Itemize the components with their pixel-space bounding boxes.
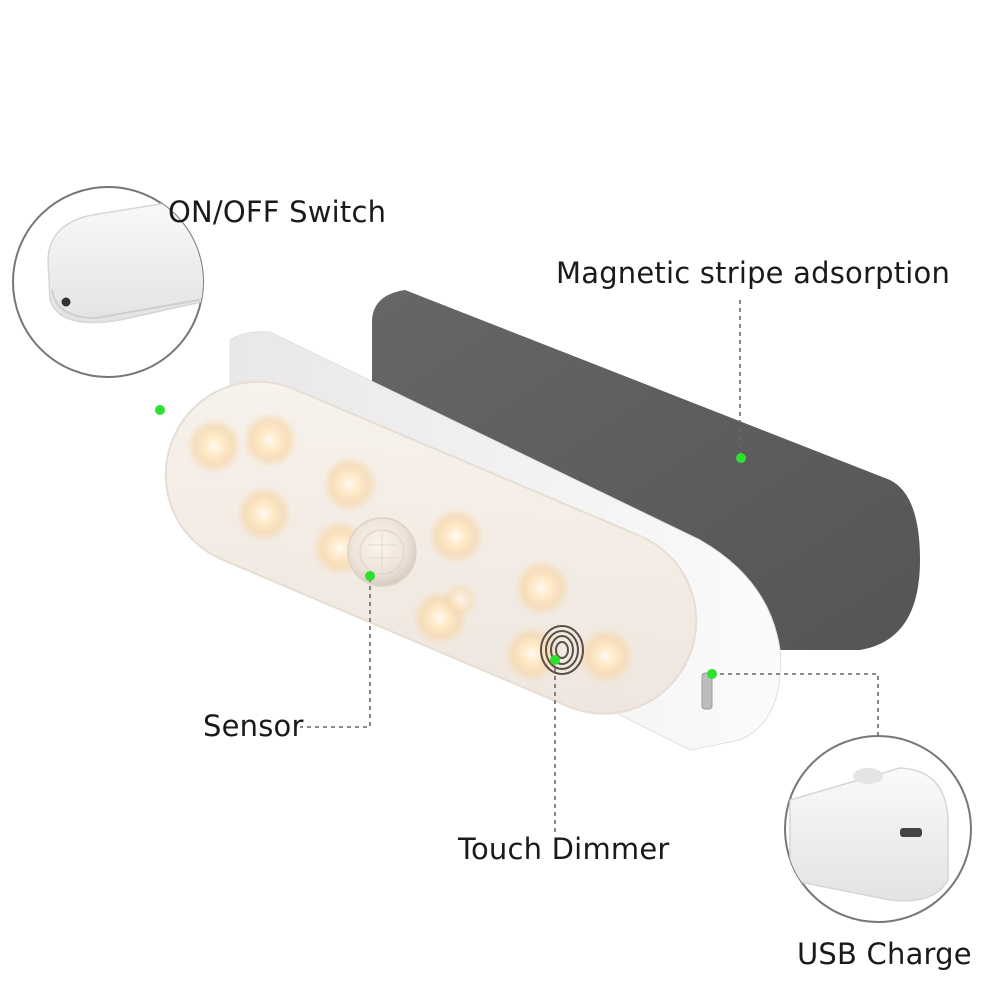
magnetic-stripe-label: Magnetic stripe adsorption — [556, 256, 951, 290]
marker-usb — [707, 669, 717, 679]
power-switch-button — [61, 297, 71, 307]
usb-charge-label: USB Charge — [797, 937, 972, 971]
callout-markers — [155, 405, 746, 679]
led — [514, 560, 570, 616]
leader-sensor — [300, 578, 371, 728]
led — [428, 508, 484, 564]
touch-dimmer-label: Touch Dimmer — [458, 832, 670, 866]
usb-port — [701, 672, 713, 710]
led — [186, 418, 242, 474]
usb-detail-inset — [784, 735, 972, 923]
sensor-label: Sensor — [203, 709, 304, 743]
leader-lines — [300, 300, 879, 832]
switch-detail-inset — [12, 186, 204, 378]
inset-sensor-dome — [853, 768, 883, 784]
marker-switch — [155, 405, 165, 415]
pir-sensor — [347, 517, 417, 587]
usb-port-closeup — [900, 828, 922, 837]
led — [242, 412, 298, 468]
led — [504, 626, 560, 682]
marker-magnetic — [736, 453, 746, 463]
magnetic-plate — [372, 290, 920, 650]
on-off-switch-label: ON/OFF Switch — [168, 195, 387, 229]
led — [322, 456, 378, 512]
led — [578, 628, 634, 684]
fingerprint-icon[interactable] — [540, 625, 584, 675]
marker-touch — [550, 655, 560, 665]
marker-sensor — [365, 571, 375, 581]
led — [236, 486, 292, 542]
led — [442, 582, 478, 618]
